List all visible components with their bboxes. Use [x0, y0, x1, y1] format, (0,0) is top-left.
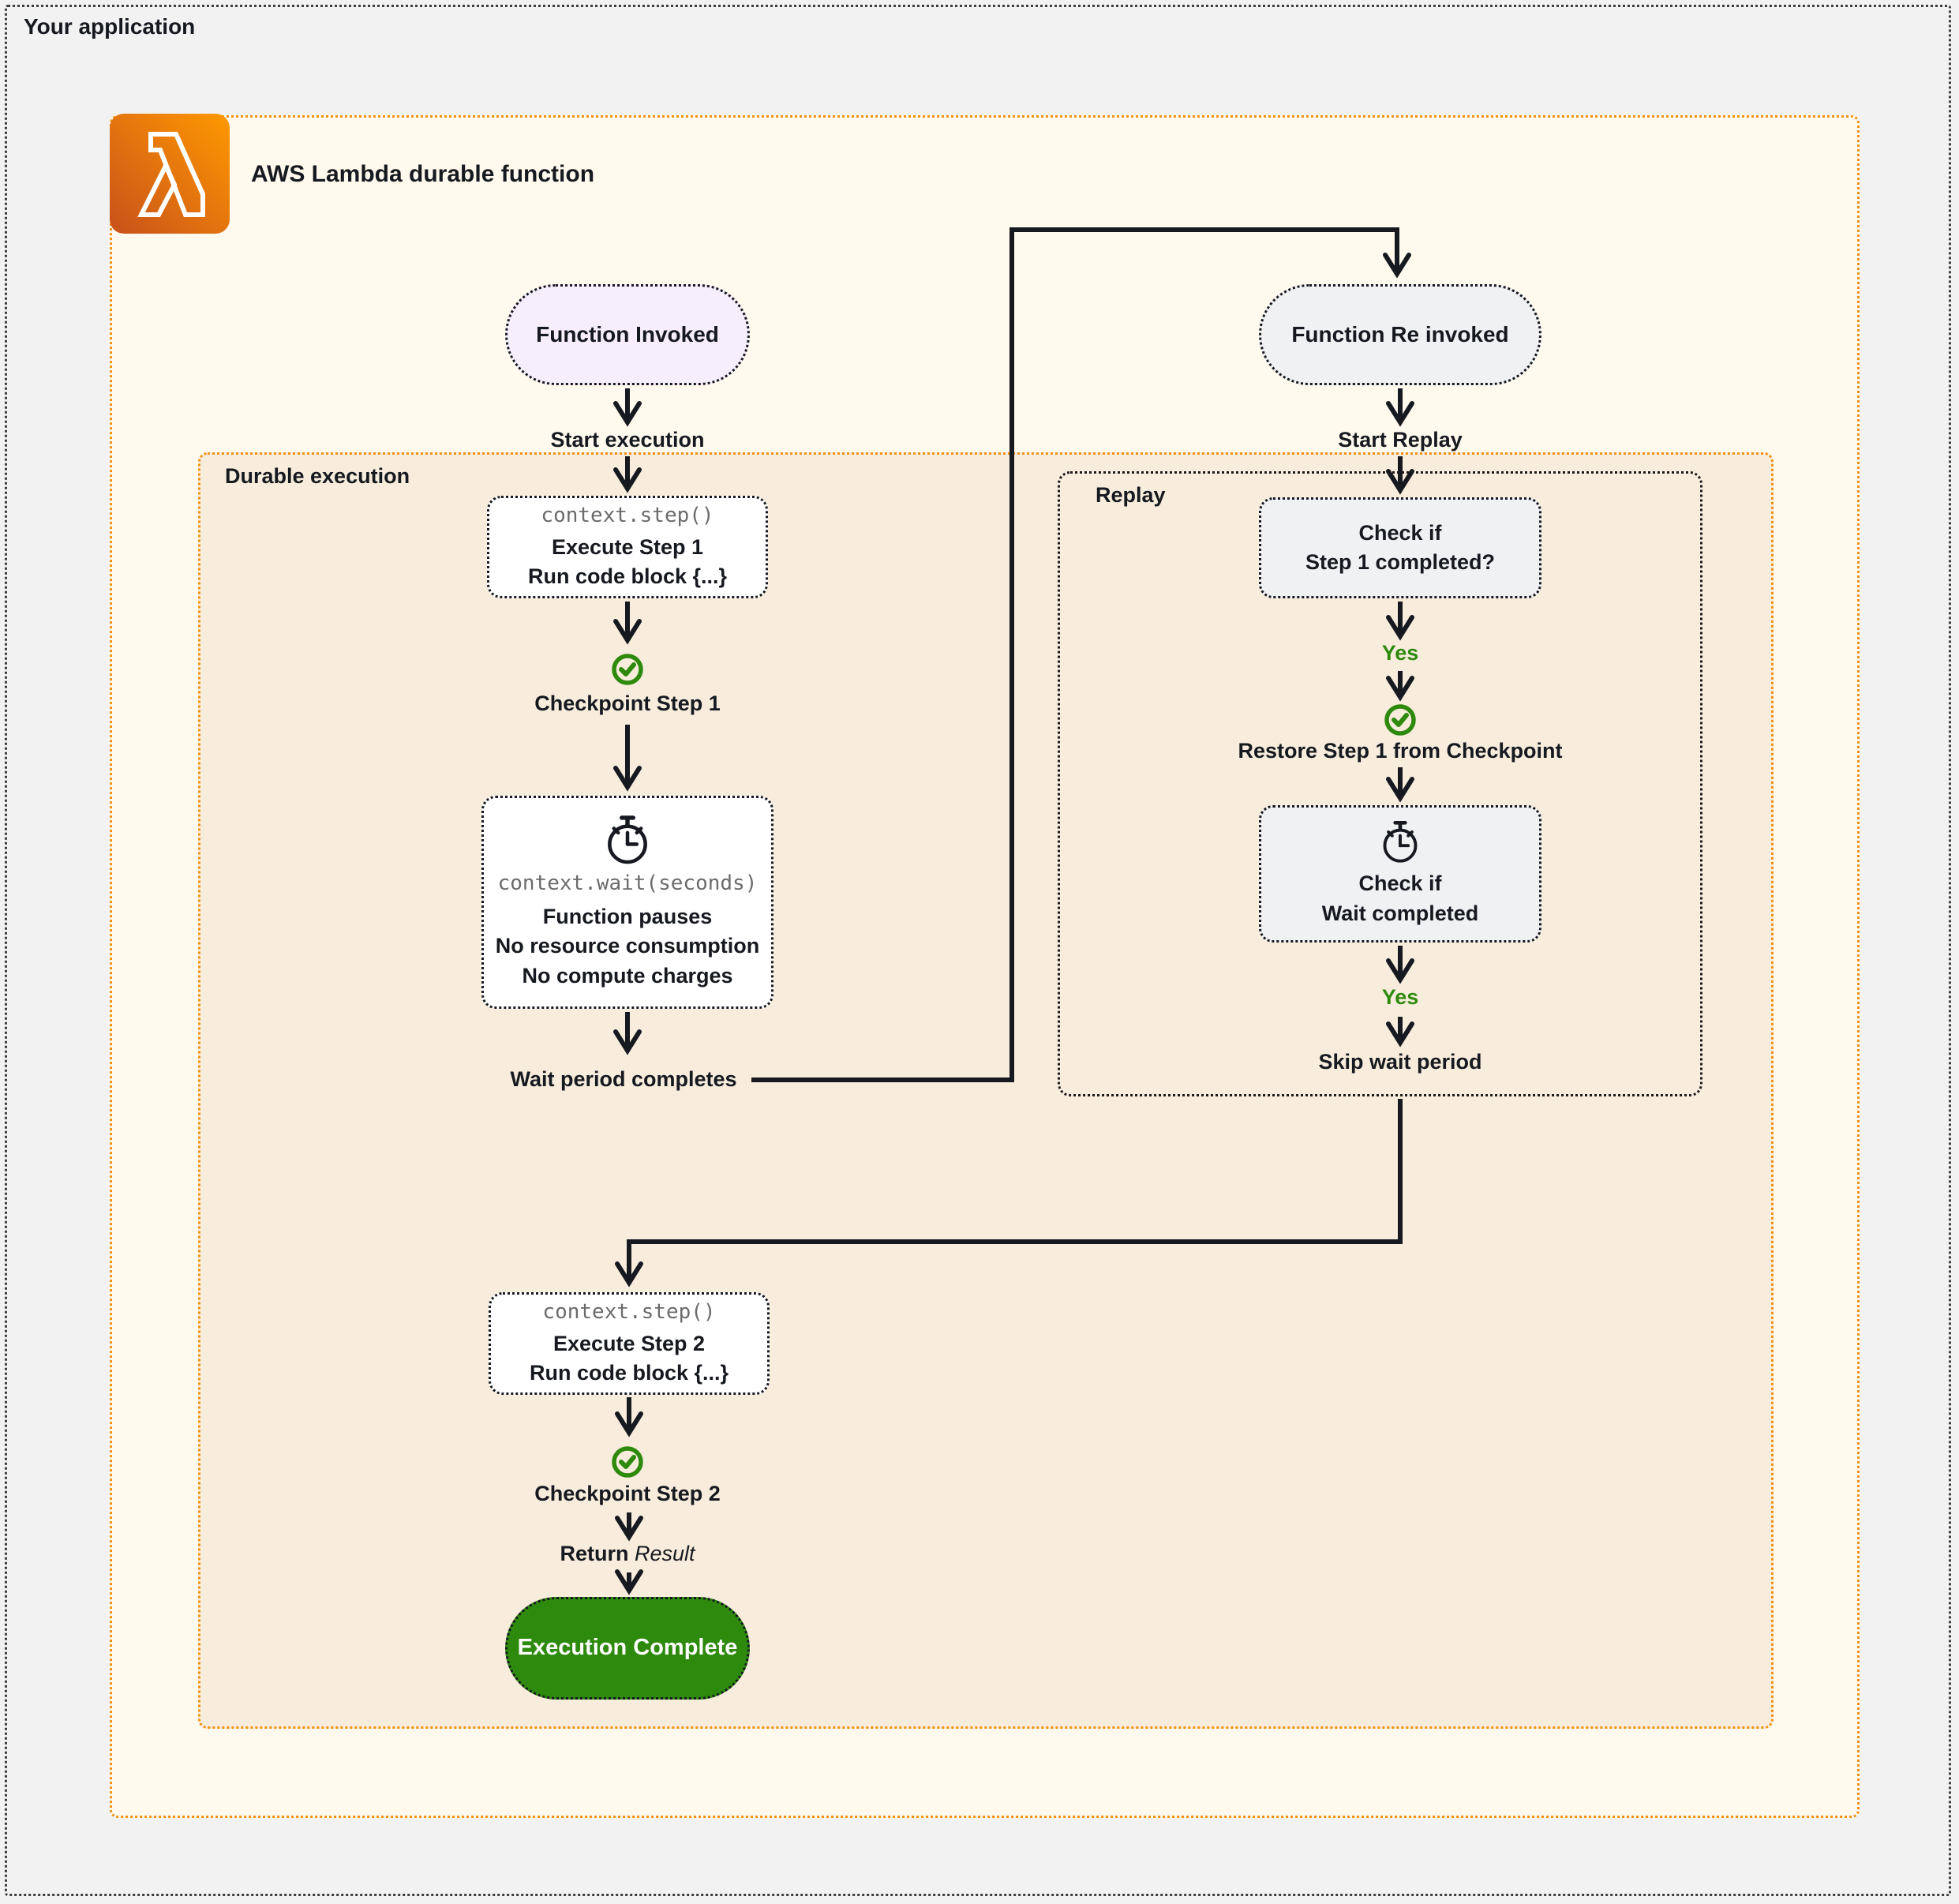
check-wait-line2: Wait completed — [1321, 901, 1479, 925]
node-context-wait: context.wait(seconds) Function pauses No… — [481, 796, 773, 1009]
return-result-label: Return Result — [560, 1542, 695, 1566]
yes-step1-label: Yes — [1381, 641, 1419, 665]
restore-step1-label: Restore Step 1 from Checkpoint — [1238, 739, 1563, 763]
replay-label: Replay — [1096, 483, 1166, 507]
aws-lambda-icon — [110, 114, 230, 234]
wait-period-completes-label: Wait period completes — [510, 1067, 737, 1091]
diagram-title: AWS Lambda durable function — [251, 161, 595, 187]
wait-line3: No compute charges — [522, 963, 733, 988]
yes-wait-label: Yes — [1381, 985, 1419, 1009]
checkpoint-step1-label: Checkpoint Step 1 — [534, 692, 721, 715]
stopwatch-icon — [605, 814, 650, 866]
node-function-reinvoked: Function Re invoked — [1259, 284, 1541, 385]
step2-title: Execute Step 2 — [552, 1331, 706, 1355]
connector-replay-to-step2 — [615, 1099, 1403, 1287]
checkmark-icon — [610, 652, 645, 687]
wait-code: context.wait(seconds) — [497, 871, 758, 896]
durable-execution-region — [198, 452, 1774, 1729]
node-execution-complete: Execution Complete — [505, 1597, 750, 1700]
page-title: Your application — [24, 14, 196, 39]
node-execute-step1: context.step() Execute Step 1 Run code b… — [487, 496, 768, 598]
node-execute-step2: context.step() Execute Step 2 Run code b… — [489, 1292, 770, 1395]
step2-code: context.step() — [542, 1299, 716, 1324]
check-step1-line2: Step 1 completed? — [1305, 550, 1496, 574]
step2-subtitle: Run code block {...} — [529, 1360, 729, 1385]
replay-region — [1058, 471, 1702, 1096]
function-reinvoked-label: Function Re invoked — [1291, 321, 1509, 347]
skip-wait-period-label: Skip wait period — [1318, 1050, 1482, 1074]
node-check-wait: Check if Wait completed — [1259, 805, 1541, 943]
wait-line2: No resource consumption — [495, 934, 760, 958]
checkmark-icon — [1383, 703, 1418, 737]
return-value: Result — [634, 1542, 695, 1565]
connector-waitcomplete-to-reinvoked — [751, 227, 1411, 1082]
checkpoint-step2-label: Checkpoint Step 2 — [534, 1482, 721, 1505]
execution-complete-label: Execution Complete — [517, 1635, 738, 1661]
function-invoked-label: Function Invoked — [536, 321, 719, 347]
your-application-region — [5, 5, 1951, 1896]
wait-line1: Function pauses — [542, 905, 713, 929]
node-check-step1: Check if Step 1 completed? — [1259, 497, 1541, 598]
node-function-invoked: Function Invoked — [505, 284, 750, 385]
step1-subtitle: Run code block {...} — [527, 564, 728, 588]
start-execution-label: Start execution — [550, 428, 705, 452]
checkmark-icon — [610, 1445, 645, 1479]
step1-code: context.step() — [541, 503, 714, 527]
start-replay-label: Start Replay — [1338, 428, 1463, 452]
check-wait-line1: Check if — [1358, 871, 1442, 896]
return-keyword: Return — [560, 1542, 629, 1565]
check-step1-line1: Check if — [1358, 520, 1442, 545]
stopwatch-icon — [1380, 819, 1420, 864]
durable-execution-label: Durable execution — [225, 464, 410, 488]
step1-title: Execute Step 1 — [551, 534, 704, 559]
